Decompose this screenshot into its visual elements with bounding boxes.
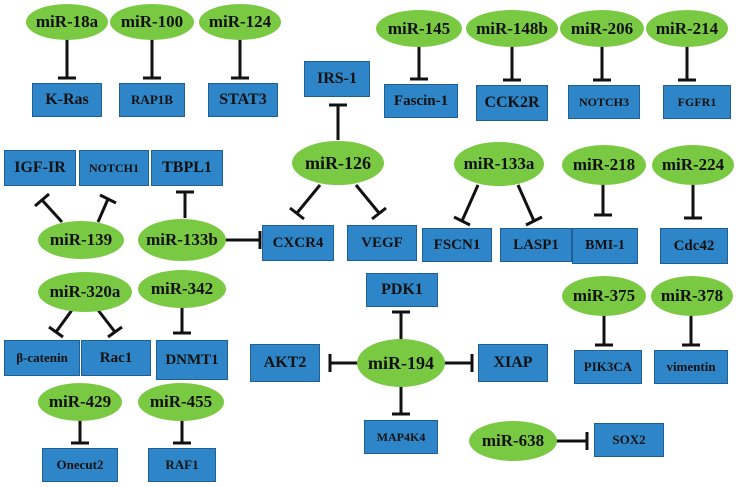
mirna-mir-378: miR-378 [651,276,733,316]
edge-mir126-vegf-bar [371,206,387,221]
target-cck2r: CCK2R [476,85,548,121]
mirna-mir-218: miR-218 [562,145,646,185]
mirna-mir-214: miR-214 [646,10,728,47]
mirna-mir-375: miR-375 [562,276,646,316]
mirna-mir-139: miR-139 [38,221,124,259]
target-akt2: AKT2 [250,344,320,382]
target-vimentin: vimentin [654,350,728,384]
edge-mir320a-bcatenin-bar [48,325,64,339]
target-fscn1: FSCN1 [422,228,492,262]
edge-mir320a-bcatenin [54,309,74,333]
target-cxcr4: CXCR4 [262,225,334,261]
edge-mir133a-fscn1-bar [453,215,471,227]
target-irs-1: IRS-1 [304,61,370,97]
target-vegf: VEGF [347,225,417,261]
mirna-mir-206: miR-206 [560,10,644,47]
target-rap1b: RAP1B [119,83,185,117]
target-tbpl1: TBPL1 [151,150,223,186]
target-igf-ir: IGF-IR [4,150,76,186]
mirna-mir-224: miR-224 [652,145,734,185]
edge-mir139-notch1 [96,198,110,223]
mirna-mir-455: miR-455 [138,383,224,421]
inhibition-edges [34,39,702,450]
target-stat3: STAT3 [208,83,278,117]
mirna-mir-638: miR-638 [469,421,557,461]
edge-mir139-notch1-bar [99,193,117,205]
target-k-ras: K-Ras [32,83,102,117]
edge-mir139-igf1r-bar [34,192,50,208]
mirna-mir-342: miR-342 [138,270,226,308]
edge-mir133a-fscn1 [460,184,480,222]
target-bmi-1: BMI-1 [572,228,638,264]
target-pdk1: PDK1 [366,273,438,307]
edge-mir133a-lasp1-bar [525,215,543,227]
edge-mir126-cxcr4-bar [289,206,305,221]
target-onecut2: Onecut2 [42,448,118,482]
target-notch1: NOTCH1 [79,150,149,186]
target-beta-catenin: β-catenin [4,340,80,376]
mirna-mir-126: miR-126 [292,141,384,185]
mirna-mir-429: miR-429 [38,383,122,421]
edge-mir139-igf1r [40,198,64,224]
mirna-mir-133a: miR-133a [454,142,544,186]
target-cdc42: Cdc42 [660,228,728,264]
target-rac1: Rac1 [81,340,151,376]
target-map4k4: MAP4K4 [364,420,438,454]
mirna-mir-194: miR-194 [357,339,445,387]
edge-mir126-cxcr4 [295,184,322,214]
mirna-mir-145: miR-145 [376,10,462,47]
target-fascin-1: Fascin-1 [384,84,458,118]
target-fgfr1: FGFR1 [663,85,731,119]
target-dnmt1: DNMT1 [156,340,228,380]
mirna-mir-18a: miR-18a [26,4,108,40]
edge-mir320a-rac1 [96,309,117,333]
target-lasp1: LASP1 [500,228,572,262]
mirna-mir-100: miR-100 [110,4,194,40]
target-pik3ca: PIK3CA [574,350,642,384]
mirna-mir-320a: miR-320a [38,272,132,312]
mirna-mir-133b: miR-133b [138,219,226,261]
edge-mir133a-lasp1 [516,184,536,222]
mirna-mir-124: miR-124 [199,4,281,40]
edge-mir320a-rac1-bar [107,325,123,339]
mirna-mir-148b: miR-148b [466,10,558,47]
target-notch3: NOTCH3 [568,85,640,119]
target-raf1: RAF1 [148,448,216,482]
target-sox2: SOX2 [594,423,664,457]
edge-mir126-vegf [354,184,381,214]
target-xiap: XIAP [478,344,548,382]
